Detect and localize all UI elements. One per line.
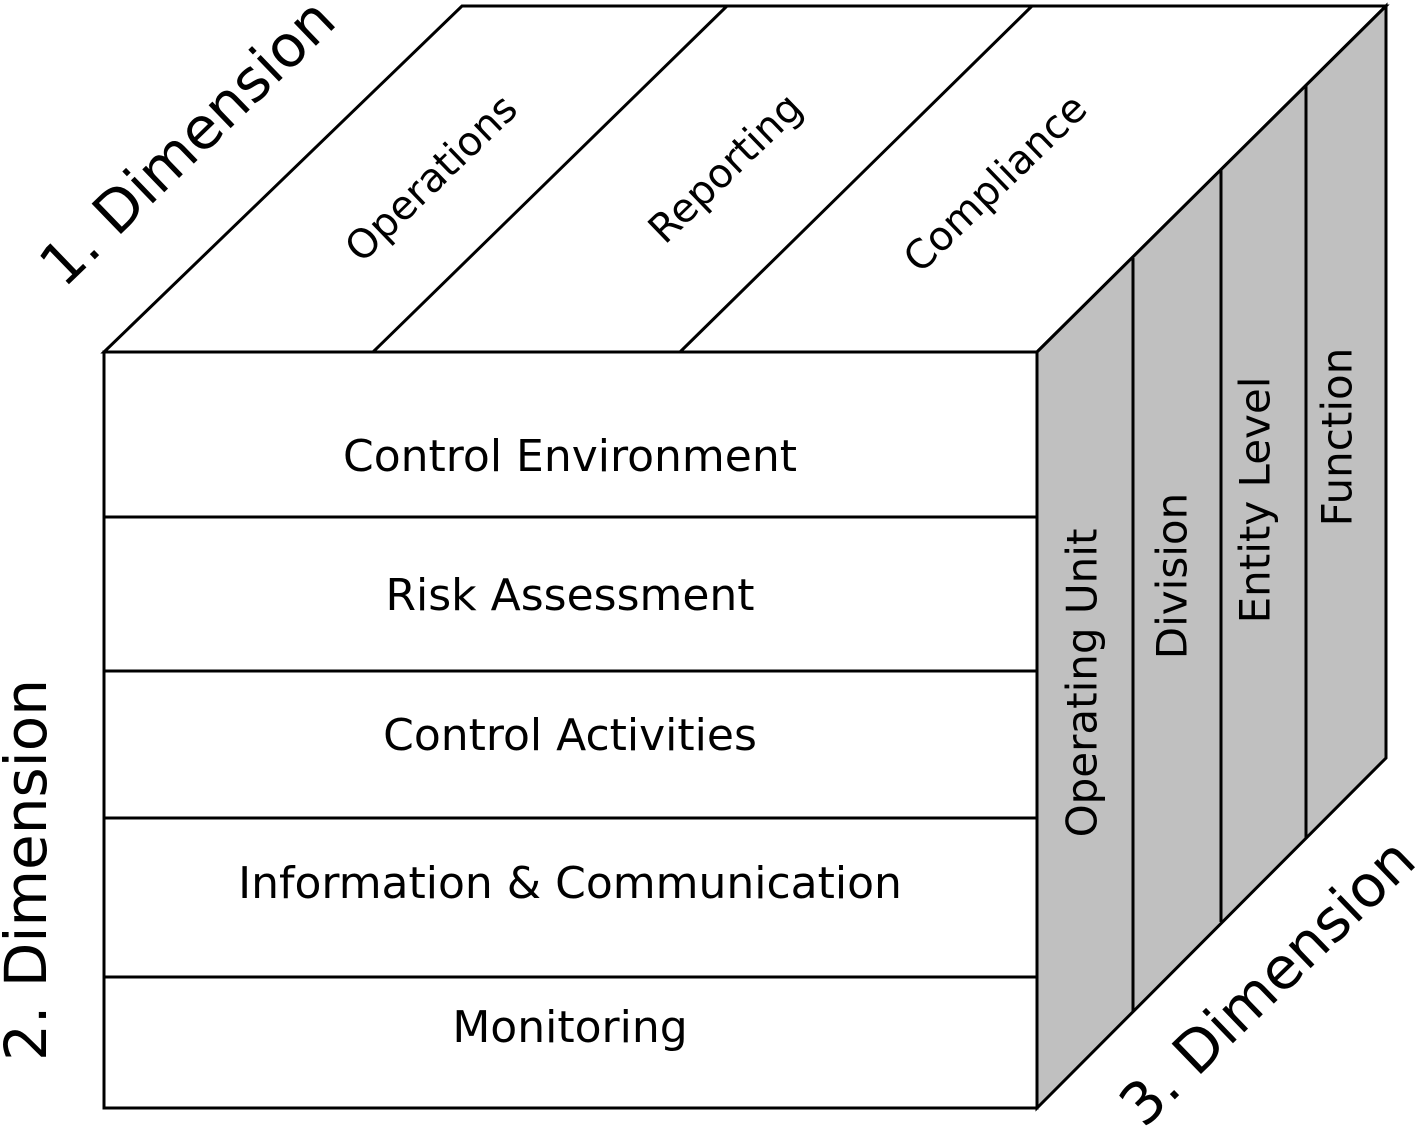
front-face — [102, 350, 1039, 1110]
dimension-label-second: 2. Dimension — [0, 679, 60, 1061]
component-label-control-environment: Control Environment — [343, 431, 797, 482]
top-divider-2 — [678, 4, 1034, 354]
level-label-operating-unit: Operating Unit — [1058, 529, 1107, 838]
component-label-risk-assessment: Risk Assessment — [385, 570, 754, 621]
level-label-entity-level: Entity Level — [1231, 377, 1280, 624]
top-divider-1 — [371, 4, 729, 354]
component-label-control-activities: Control Activities — [383, 710, 757, 761]
component-label-information-communication: Information & Communication — [238, 858, 902, 909]
level-label-division: Division — [1148, 493, 1197, 659]
level-label-function: Function — [1313, 348, 1362, 527]
component-label-monitoring: Monitoring — [452, 1002, 687, 1053]
